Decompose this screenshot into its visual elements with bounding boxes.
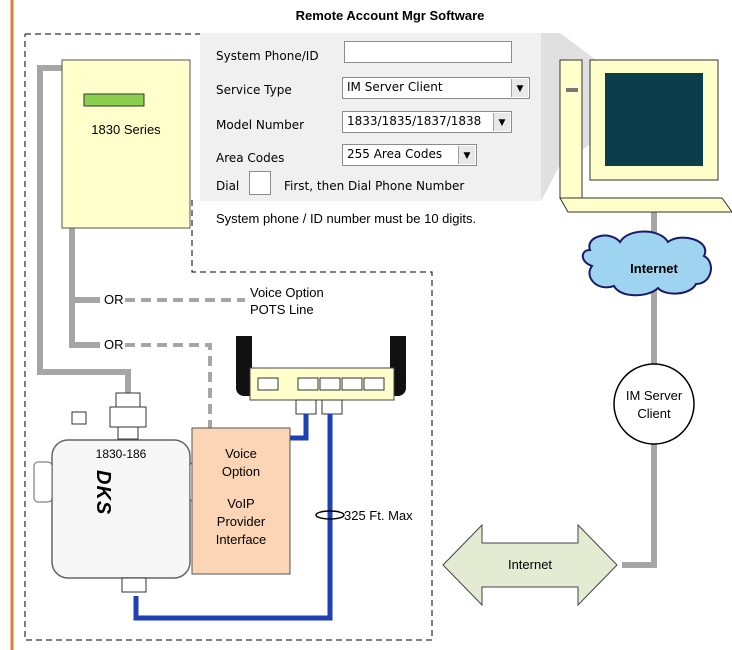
voip-box-text: Voice Option VoIP Provider Interface bbox=[192, 445, 290, 549]
service-type-value: IM Server Client bbox=[347, 80, 443, 94]
model-number-value: 1833/1835/1837/1838 bbox=[347, 114, 482, 128]
blue-cable-module bbox=[133, 414, 333, 621]
router-jack-1 bbox=[295, 399, 317, 415]
router-ports bbox=[257, 377, 385, 391]
module-ethernet-port bbox=[121, 577, 147, 593]
im-server-line-1: IM Server bbox=[625, 388, 683, 403]
pc-drive bbox=[566, 88, 578, 92]
pots-line-text: POTS Line bbox=[250, 302, 314, 317]
system-phone-label: System Phone/ID bbox=[216, 49, 319, 63]
pc-tower bbox=[559, 59, 583, 199]
chevron-down-icon[interactable]: ▼ bbox=[458, 146, 475, 164]
voip-box bbox=[191, 427, 291, 575]
series-panel-box bbox=[61, 59, 191, 229]
voice-option-pots-label: Voice Option POTS Line bbox=[250, 284, 324, 318]
voip-line-4: Provider bbox=[216, 514, 266, 529]
cable-length-label: 325 Ft. Max bbox=[344, 508, 413, 523]
internet-double-arrow bbox=[442, 523, 618, 607]
voip-line-3: VoIP bbox=[227, 496, 255, 511]
internet-cloud-label: Internet bbox=[630, 261, 678, 276]
internet-cloud bbox=[581, 230, 712, 297]
pc-keyboard bbox=[559, 197, 732, 213]
service-type-select[interactable]: IM Server Client ▼ bbox=[342, 77, 530, 99]
voice-option-line: Voice Option bbox=[250, 285, 324, 300]
area-codes-value: 255 Area Codes bbox=[347, 147, 443, 161]
software-form: System Phone/ID Service Type IM Server C… bbox=[200, 33, 541, 201]
dial-prefix-field[interactable] bbox=[249, 171, 271, 195]
wire-im-to-internet bbox=[622, 438, 657, 568]
module-mount-left bbox=[33, 461, 53, 503]
voip-line-2: Option bbox=[221, 464, 261, 479]
wire-series-to-module bbox=[37, 65, 131, 393]
pc-screen bbox=[605, 73, 703, 166]
or-label-voip: OR bbox=[104, 337, 124, 352]
db-connector-top bbox=[115, 392, 141, 408]
im-server-label: IM Server Client bbox=[614, 387, 694, 423]
or-label-pots: OR bbox=[104, 292, 124, 307]
dashed-voip-line bbox=[125, 343, 212, 428]
area-codes-select[interactable]: 255 Area Codes ▼ bbox=[342, 144, 477, 166]
cable-length-marker bbox=[315, 510, 345, 520]
system-phone-field[interactable] bbox=[344, 41, 512, 63]
voip-line-5: Interface bbox=[215, 532, 267, 547]
chevron-down-icon[interactable]: ▼ bbox=[511, 79, 528, 97]
db-connector-base bbox=[117, 426, 139, 440]
area-codes-label: Area Codes bbox=[216, 151, 285, 165]
dashed-boundary bbox=[24, 33, 433, 641]
dial-label: Dial bbox=[216, 179, 240, 193]
wire-or-branch bbox=[69, 228, 100, 348]
software-title: Remote Account Mgr Software bbox=[295, 8, 485, 23]
module-body bbox=[51, 439, 191, 579]
module-dip-switch bbox=[71, 411, 87, 425]
software-note: System phone / ID number must be 10 digi… bbox=[216, 211, 477, 226]
chevron-down-icon[interactable]: ▼ bbox=[493, 113, 510, 131]
router-antenna-left bbox=[236, 336, 252, 384]
series-label: 1830 Series bbox=[91, 122, 161, 137]
model-number-select[interactable]: 1833/1835/1837/1838 ▼ bbox=[342, 111, 512, 133]
internet-arrow-label: Internet bbox=[507, 557, 553, 572]
blue-cable-voip bbox=[290, 414, 309, 441]
model-number-label: Model Number bbox=[216, 118, 305, 132]
im-server-line-2: Client bbox=[637, 406, 671, 421]
router-jack-2 bbox=[321, 399, 343, 415]
module-label: 1830-186 bbox=[95, 447, 147, 461]
service-type-label: Service Type bbox=[216, 83, 292, 97]
voip-line-1: Voice bbox=[225, 446, 257, 461]
im-server-circle bbox=[613, 363, 695, 445]
db-connector-body bbox=[109, 406, 147, 428]
series-display bbox=[83, 93, 145, 107]
module-brand-logo: DKS bbox=[92, 470, 114, 516]
dial-suffix-text: First, then Dial Phone Number bbox=[284, 179, 465, 193]
